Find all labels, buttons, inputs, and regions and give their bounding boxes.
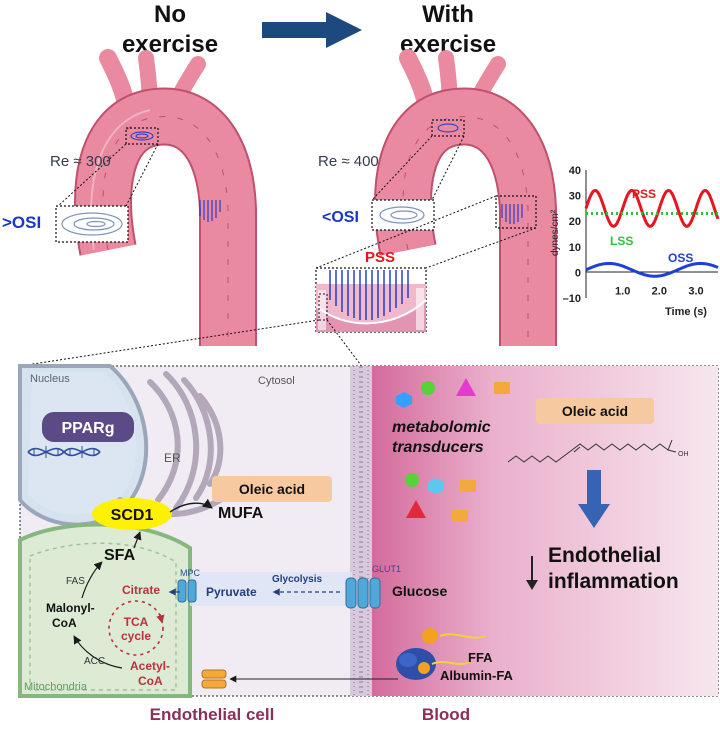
osi-left: >OSI	[2, 213, 41, 232]
reynolds-left: Re ≈ 300	[50, 153, 111, 170]
malonyl-coa-line2: CoA	[52, 616, 77, 630]
pparg-box	[42, 412, 134, 442]
chart-y-label: dynes/cm²	[550, 209, 561, 256]
oleic-acid-tag-blood	[536, 398, 654, 424]
pparg-label: PPARg	[61, 420, 114, 437]
scd1-label: SCD1	[111, 507, 154, 524]
tca-line2: cycle	[121, 629, 151, 643]
oleic-acid-tag-cell	[212, 476, 332, 502]
ffa-label: FFA	[468, 650, 493, 665]
glut1-label: GLUT1	[372, 564, 401, 574]
chart-x-tick-1: 2.0	[652, 285, 667, 297]
caption-endothelial-cell: Endothelial cell	[150, 705, 275, 724]
chart-y-tick-4: 0	[575, 267, 581, 279]
albumin-fa-label: Albumin-FA	[440, 668, 514, 683]
fas-label: FAS	[66, 576, 85, 587]
oleic-oh-label: OH	[678, 451, 689, 458]
glut1-transporter	[345, 577, 381, 609]
oleic-acid-label-cell: Oleic acid	[239, 481, 305, 497]
chart-series-line-oss	[585, 261, 719, 278]
fatty-acid-transporter	[201, 669, 227, 689]
aorta-no-exercise	[55, 49, 257, 346]
pss-zoom-label: PSS	[365, 249, 395, 266]
tca-cycle-ring	[108, 600, 164, 656]
mpc-label: MPC	[180, 568, 201, 578]
chart-x-tick-2: 3.0	[688, 285, 703, 297]
chart-y-tick-3: 10	[569, 242, 581, 254]
glycolysis-label: Glycolysis	[272, 574, 322, 585]
oleic-double-bond	[573, 446, 581, 453]
malonyl-coa-line1: Malonyl-	[46, 601, 95, 615]
aorta-with-exercise	[19, 49, 557, 381]
chart-y-tick-5: –10	[563, 293, 581, 305]
tca-cycle-arrowhead	[156, 613, 165, 624]
outcome-line2: inflammation	[548, 570, 679, 593]
scd1-to-mufa-arrow	[169, 498, 213, 513]
inflammation-down-arrow	[526, 556, 538, 590]
reynolds-right: Re ≈ 400	[318, 153, 379, 170]
nucleus-label: Nucleus	[30, 373, 70, 385]
sfa-to-scd1-arrow	[133, 531, 142, 549]
oleic-acid-structure	[507, 439, 677, 463]
acetyl-coa-line2: CoA	[138, 674, 163, 688]
er-label: ER	[164, 451, 181, 465]
nucleus	[18, 364, 149, 527]
citrate-label: Citrate	[122, 583, 160, 597]
header-no-exercise-line1: No	[154, 1, 186, 28]
blue-down-arrow	[578, 470, 610, 528]
pyruvate-label: Pyruvate	[206, 585, 257, 599]
oleic-acid-label-blood: Oleic acid	[562, 403, 628, 419]
chart-series-label-pss: PSS	[632, 187, 656, 201]
chart-series-label-lss: LSS	[610, 234, 633, 248]
metabolomic-label-line1: metabolomic	[392, 419, 491, 436]
transducer-shapes	[396, 378, 510, 522]
fas-arrow	[81, 561, 103, 599]
chart-x-tick-0: 1.0	[615, 285, 630, 297]
chart-y-tick-2: 20	[569, 216, 581, 228]
chart-series-line-pss	[584, 188, 720, 228]
tca-line1: TCA	[124, 615, 149, 629]
chart-x-label: Time (s)	[665, 306, 707, 318]
chart-y-ticks: 40 30 20 10 0 –10	[563, 165, 581, 305]
chart-x-ticks: 1.0 2.0 3.0	[615, 285, 704, 297]
mpc-transporter	[177, 579, 197, 603]
scd1-enzyme	[92, 498, 172, 530]
cell-blood-panel: Nucleus ER Cytosol PPARg Mitochondria SC…	[18, 364, 719, 698]
glucose-label: Glucose	[392, 583, 447, 599]
metabolomic-label-line2: transducers	[392, 439, 484, 456]
header-with-exercise-line1: With	[422, 1, 474, 28]
dna-icon	[27, 446, 101, 458]
chart-y-tick-0: 40	[569, 165, 581, 177]
caption-blood: Blood	[422, 705, 470, 724]
glycolysis-band	[190, 572, 352, 606]
acetyl-coa-line1: Acetyl-	[130, 659, 170, 673]
acc-label: ACC	[84, 656, 105, 667]
osi-right: <OSI	[322, 209, 359, 226]
mufa-label: MUFA	[218, 505, 264, 522]
acc-arrow	[73, 635, 123, 669]
mitochondria-label: Mitochondria	[24, 681, 88, 693]
cytosol-label: Cytosol	[258, 375, 295, 387]
cell-membrane	[350, 366, 372, 696]
shear-stress-chart: 40 30 20 10 0 –10 1.0 2.0 3.0 dynes/cm² Time (s…	[550, 165, 720, 318]
transition-arrow	[262, 12, 362, 48]
chart-series-layer	[584, 188, 720, 278]
chart-y-tick-1: 30	[569, 191, 581, 203]
sfa-label: SFA	[104, 547, 136, 564]
albumin-fa-complex	[396, 628, 487, 680]
header-no-exercise-line2: exercise	[122, 31, 218, 58]
chart-series-label-oss: OSS	[668, 251, 693, 265]
outcome-line1: Endothelial	[548, 544, 661, 567]
